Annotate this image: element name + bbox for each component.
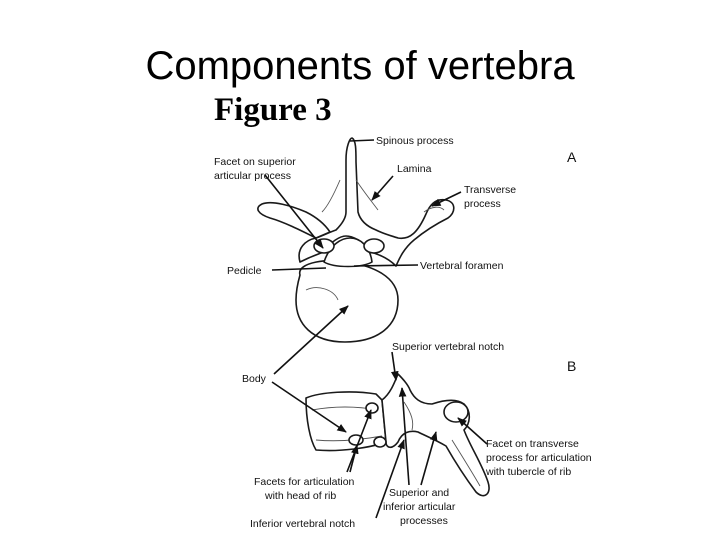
leader-body-side (271, 381, 347, 433)
label-sup-inf-line1: Superior and (389, 487, 449, 499)
label-transverse-line1: Transverse (464, 184, 516, 196)
leader-sup-inf-1 (398, 387, 410, 486)
leader-superior-notch (390, 351, 399, 381)
label-sup-inf-line3: processes (400, 515, 448, 527)
label-facet-superior-line2: articular process (214, 170, 291, 182)
leader-pedicle (271, 267, 327, 271)
vertebra-superior-view (257, 137, 455, 343)
view-label-b: B (567, 358, 576, 374)
label-transverse-line2: process (464, 198, 501, 210)
view-label-a: A (567, 149, 577, 165)
label-facets-rib-line2: with head of rib (264, 490, 336, 502)
leader-body-top (273, 305, 349, 375)
transverse-process-left (257, 201, 331, 239)
slide-title: Components of vertebra (145, 44, 575, 88)
label-lamina: Lamina (397, 163, 432, 175)
leader-sup-inf-2 (420, 431, 438, 486)
leader-facet-superior (264, 174, 324, 249)
label-superior-notch: Superior vertebral notch (392, 341, 504, 353)
leader-facets-rib-1 (346, 409, 372, 473)
leader-lamina (371, 175, 394, 201)
leader-inferior-notch (375, 439, 405, 519)
label-facet-transverse-line2: process for articulation (486, 452, 592, 464)
leader-transverse (431, 191, 462, 207)
label-spinous-process: Spinous process (376, 135, 454, 147)
label-body: Body (242, 373, 267, 385)
leader-facets-rib-2 (349, 444, 359, 473)
label-vertebral-foramen: Vertebral foramen (420, 260, 504, 272)
label-facet-transverse-line1: Facet on transverse (486, 438, 579, 450)
leader-facet-transverse (457, 417, 488, 445)
label-pedicle: Pedicle (227, 265, 262, 277)
label-facets-rib-line1: Facets for articulation (254, 476, 355, 488)
leader-vertebral-foramen (353, 264, 419, 267)
label-facet-transverse-line3: with tubercle of rib (485, 466, 571, 478)
label-sup-inf-line2: inferior articular (383, 501, 456, 513)
figure-label: Figure 3 (214, 92, 332, 128)
label-inferior-notch: Inferior vertebral notch (250, 518, 355, 530)
vertebral-body-top (295, 259, 399, 343)
leader-spinous-process (349, 139, 375, 142)
label-facet-superior-line1: Facet on superior (214, 156, 296, 168)
